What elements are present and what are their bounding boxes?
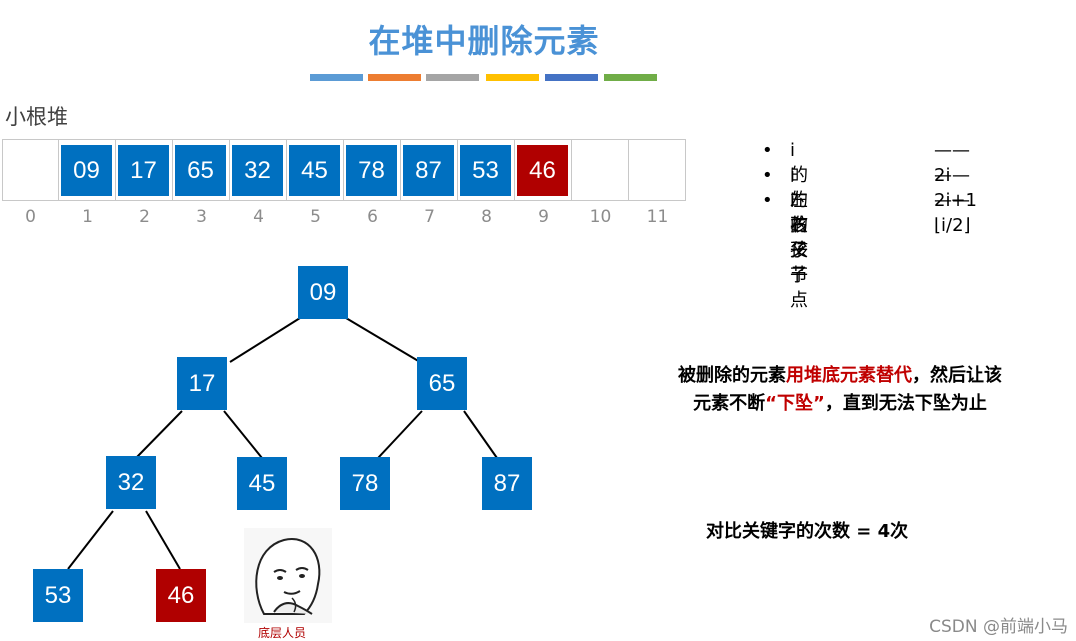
tree-node-53: 53 [33, 569, 83, 622]
tree-node-78: 78 [340, 457, 390, 510]
note-highlight: 用堆底元素替代 [786, 365, 912, 386]
tree-node-87: 87 [482, 457, 532, 510]
edge-65-87 [464, 411, 497, 458]
tree-node-32: 32 [106, 456, 156, 509]
note-line-2: 元素不断“下坠”，直到无法下坠为止 [640, 390, 1040, 418]
note-text: ，然后让该 [912, 365, 1002, 386]
meme-caption: 底层人员 [246, 624, 318, 641]
note-text: 被删除的元素 [678, 365, 786, 386]
tree-node-65: 65 [417, 357, 467, 410]
note-text: 元素不断 [693, 393, 765, 414]
watermark: CSDN @前端小马 [929, 612, 1068, 637]
edge-17-32 [136, 411, 182, 458]
note-text: ，直到无法下坠为止 [825, 393, 987, 414]
compare-count: 对比关键字的次数 = 4次 [706, 517, 908, 543]
edge-09-65 [346, 318, 420, 362]
tree-node-09: 09 [298, 266, 348, 319]
note-highlight: “下坠” [765, 393, 825, 414]
tree-node-17: 17 [177, 357, 227, 410]
tree-node-46: 46 [156, 569, 206, 622]
tree-node-45: 45 [237, 457, 287, 510]
deletion-note: 被删除的元素用堆底元素替代，然后让该 元素不断“下坠”，直到无法下坠为止 [640, 362, 1040, 418]
edge-09-17 [230, 318, 300, 362]
edge-17-45 [224, 411, 262, 458]
edge-65-78 [378, 411, 422, 458]
edge-32-53 [68, 511, 113, 569]
edge-32-46 [146, 511, 180, 569]
note-line-1: 被删除的元素用堆底元素替代，然后让该 [640, 362, 1040, 390]
meme-face-icon [244, 528, 332, 623]
